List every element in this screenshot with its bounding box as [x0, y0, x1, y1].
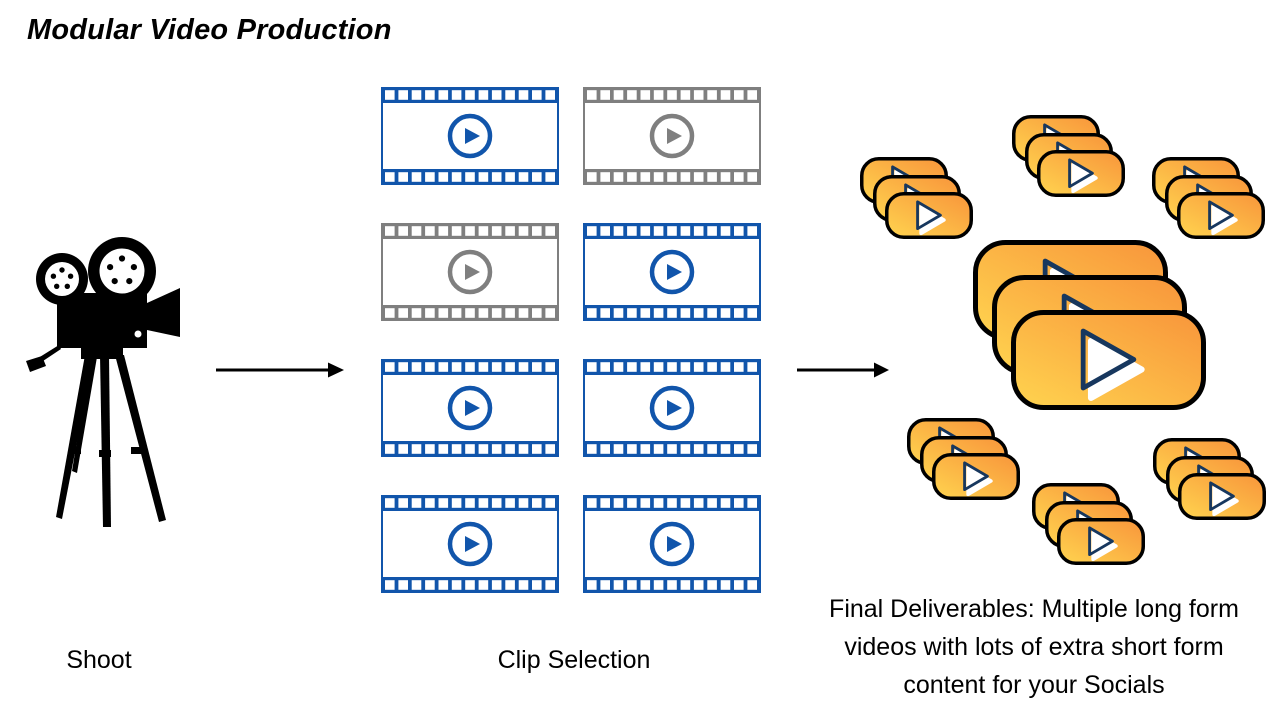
film-clip-unselected: [381, 223, 559, 321]
caption-line: content for your Socials: [903, 671, 1165, 699]
video-stack-top-left: [860, 157, 973, 239]
short-form-video-icon: [932, 453, 1020, 500]
arrow-right-icon: [216, 362, 344, 378]
clip-selection-grid: [381, 87, 761, 593]
video-stack-top-right: [1152, 157, 1265, 239]
deliverables-canvas: [850, 100, 1280, 590]
film-clip-selected: [583, 223, 761, 321]
short-form-video-icon: [1177, 192, 1265, 239]
short-form-video-icon: [1037, 150, 1125, 197]
film-clip-unselected: [583, 87, 761, 185]
film-camera-icon: [26, 237, 180, 527]
short-form-video-icon: [885, 192, 973, 239]
video-stack-bottom-center: [1032, 483, 1145, 565]
film-clip-selected: [583, 495, 761, 593]
caption-line: videos with lots of extra short form: [844, 633, 1224, 661]
film-clip-selected: [583, 359, 761, 457]
stage-label-clip-selection: Clip Selection: [497, 646, 651, 674]
film-clip-selected: [381, 87, 559, 185]
arrow-right-icon: [797, 362, 889, 378]
film-clip-selected: [381, 495, 559, 593]
video-stack-top-center: [1012, 115, 1125, 197]
caption-line: Final Deliverables: Multiple long form: [829, 595, 1239, 623]
video-stack-bottom-right: [1153, 438, 1266, 520]
short-form-video-icon: [1057, 518, 1145, 565]
stage-label-shoot: Shoot: [66, 646, 132, 674]
video-stack-bottom-left: [907, 418, 1020, 500]
video-stack-center: [973, 240, 1206, 410]
deliverables-caption: Final Deliverables: Multiple long form vi…: [784, 590, 1280, 704]
short-form-video-icon: [1178, 473, 1266, 520]
long-form-video-icon: [1011, 310, 1206, 410]
film-clip-selected: [381, 359, 559, 457]
page-title: Modular Video Production: [27, 14, 392, 46]
